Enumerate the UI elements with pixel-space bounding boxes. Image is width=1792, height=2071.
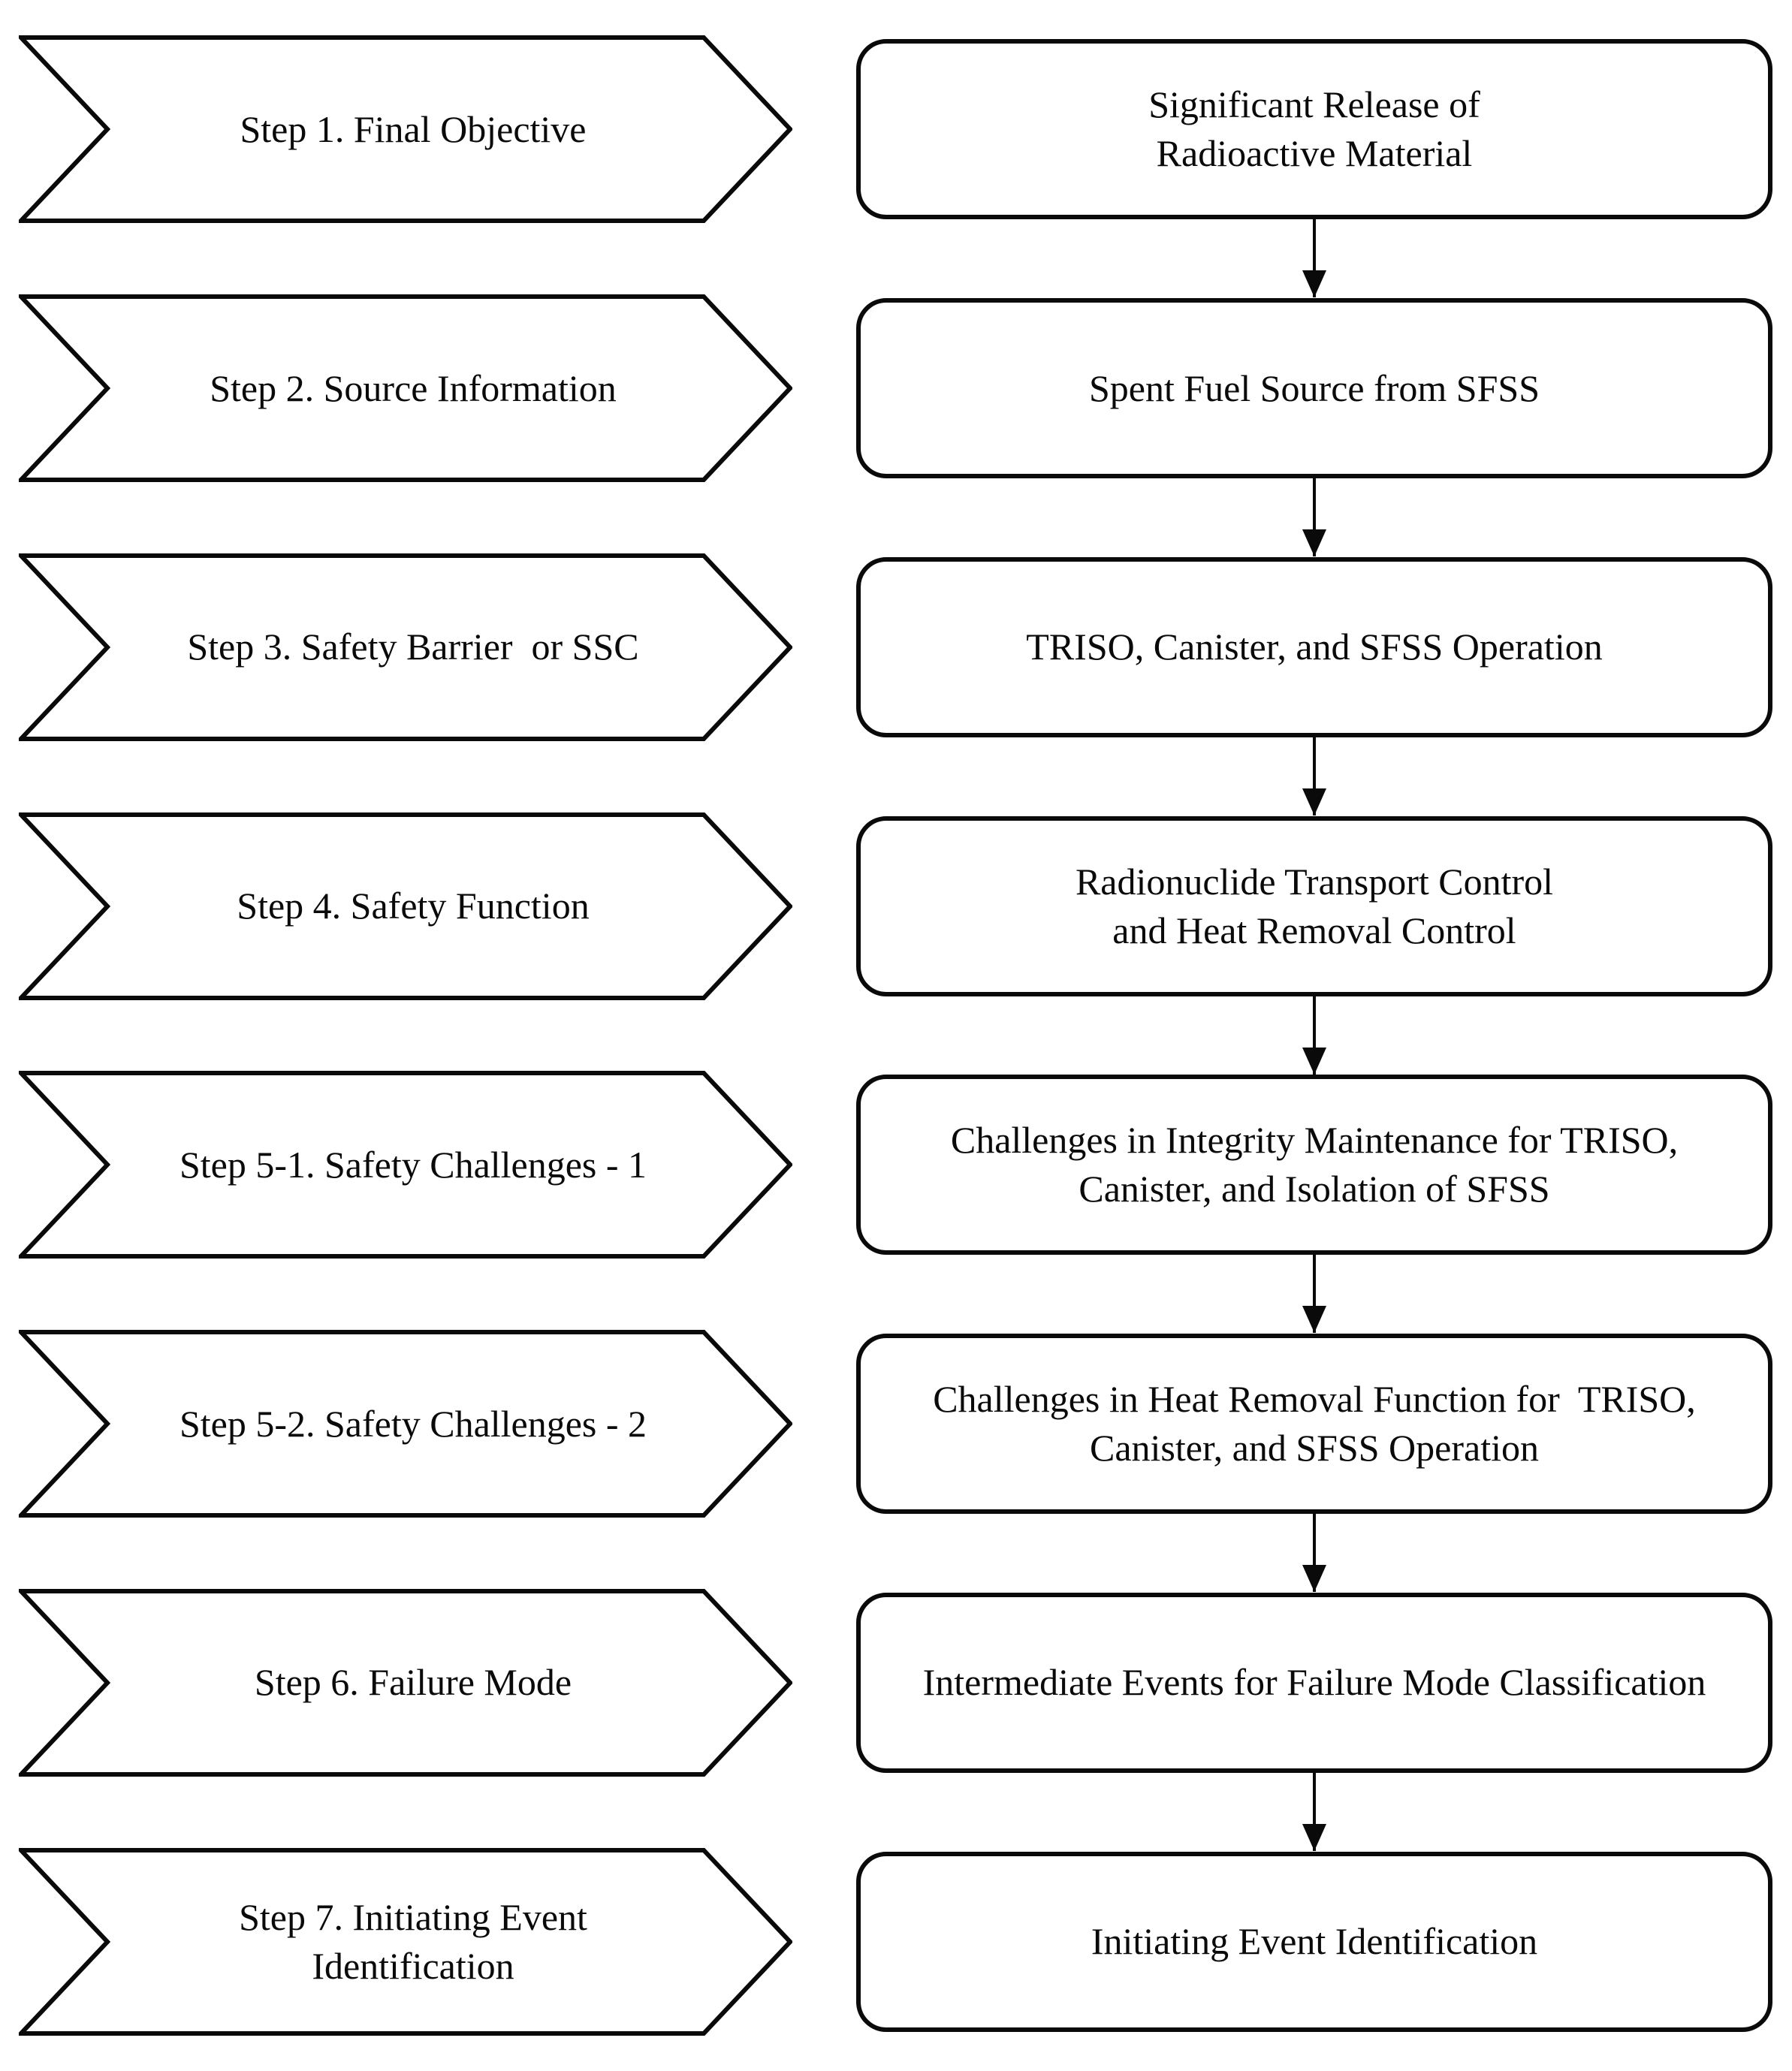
step-row-4: Step 4. Safety Function [19,776,792,1036]
chevron-shape-icon [19,35,792,224]
box-row-8: Initiating Event Identification [856,1812,1772,2071]
step-label: Step 2. Source Information [210,366,617,409]
flow-box-text: Intermediate Events for Failure Mode Cla… [922,1661,1706,1704]
step-chevron-8: Step 7. Initiating Event Identification [19,1847,792,2036]
step-row-1: Step 1. Final Objective [19,0,792,259]
chevron-shape-icon [19,1588,792,1777]
step-label: Step 5-2. Safety Challenges - 2 [179,1402,647,1445]
down-arrow-connector [1313,735,1316,815]
step-row-3: Step 3. Safety Barrier or SSC [19,518,792,777]
flow-box-text: Significant Release of Radioactive Mater… [1148,83,1480,175]
flow-box-text: Challenges in Integrity Maintenance for … [950,1119,1679,1210]
flow-box: Radionuclide Transport Control and Heat … [856,815,1772,996]
down-arrow-connector [1313,994,1316,1075]
flow-box-text: Initiating Event Identification [1091,1920,1538,1963]
step-chevron-2: Step 2. Source Information [19,294,792,483]
flow-box: Challenges in Integrity Maintenance for … [856,1075,1772,1256]
step-row-8: Step 7. Initiating Event Identification [19,1812,792,2071]
box-row-2: Spent Fuel Source from SFSS [856,259,1772,557]
box-row-7: Intermediate Events for Failure Mode Cla… [856,1554,1772,1851]
chevron-shape-icon [19,553,792,741]
down-arrow-connector [1313,1771,1316,1851]
step-row-7: Step 6. Failure Mode [19,1554,792,1813]
step-row-6: Step 5-2. Safety Challenges - 2 [19,1295,792,1554]
down-arrow-connector [1313,1512,1316,1593]
chevron-shape-icon [19,1071,792,1259]
flow-box: TRISO, Canister, and SFSS Operation [856,556,1772,737]
chevron-shape-icon [19,1847,792,2036]
flow-box-text: Spent Fuel Source from SFSS [1088,366,1540,409]
down-arrow-connector [1313,218,1316,298]
step-chevron-5: Step 5-1. Safety Challenges - 1 [19,1071,792,1259]
step-label: Step 1. Final Objective [240,107,587,150]
step-chevron-3: Step 3. Safety Barrier or SSC [19,553,792,741]
down-arrow-connector [1313,477,1316,557]
step-label: Step 4. Safety Function [237,885,590,927]
step-chevron-4: Step 4. Safety Function [19,812,792,1000]
box-row-5: Challenges in Integrity Maintenance for … [856,1036,1772,1334]
step-label: Step 3. Safety Barrier or SSC [187,626,639,668]
step-chevron-7: Step 6. Failure Mode [19,1588,792,1777]
flow-box-text: Challenges in Heat Removal Function for … [933,1378,1696,1470]
step-label: Step 5-1. Safety Challenges - 1 [179,1143,647,1186]
chevron-shape-icon [19,294,792,483]
flow-box: Initiating Event Identification [856,1851,1772,2032]
flow-box: Spent Fuel Source from SFSS [856,298,1772,479]
flow-box-text: Radionuclide Transport Control and Heat … [1075,860,1554,951]
flow-box: Challenges in Heat Removal Function for … [856,1334,1772,1515]
chevron-shape-icon [19,1330,792,1518]
box-row-4: Radionuclide Transport Control and Heat … [856,776,1772,1075]
chevron-shape-icon [19,812,792,1000]
flow-box: Intermediate Events for Failure Mode Cla… [856,1592,1772,1773]
step-label: Step 7. Initiating Event Identification [239,1895,587,1987]
flow-box: Significant Release of Radioactive Mater… [856,39,1772,220]
step-label: Step 6. Failure Mode [254,1661,572,1704]
step-chevron-6: Step 5-2. Safety Challenges - 2 [19,1330,792,1518]
step-row-2: Step 2. Source Information [19,259,792,518]
step-chevron-1: Step 1. Final Objective [19,35,792,224]
box-row-6: Challenges in Heat Removal Function for … [856,1295,1772,1593]
box-row-3: TRISO, Canister, and SFSS Operation [856,518,1772,815]
down-arrow-connector [1313,1253,1316,1334]
box-row-1: Significant Release of Radioactive Mater… [856,0,1772,298]
flow-box-text: TRISO, Canister, and SFSS Operation [1026,626,1603,668]
step-row-5: Step 5-1. Safety Challenges - 1 [19,1036,792,1295]
